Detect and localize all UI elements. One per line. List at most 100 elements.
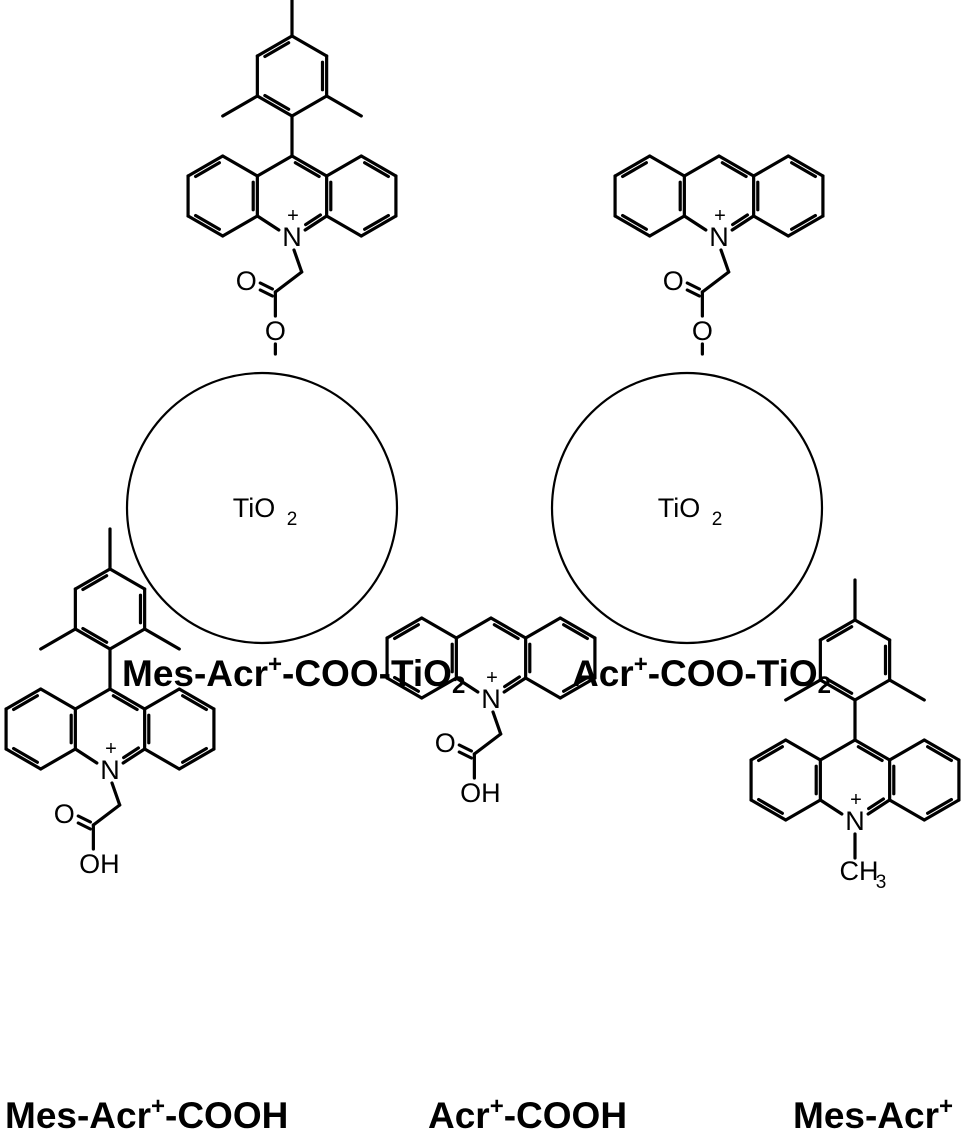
- caption-acr-coo-tio2: Acr+-COO-TiO2: [572, 653, 831, 698]
- nitrogen-label: N: [481, 684, 501, 714]
- bond: [4, 687, 43, 711]
- double-bond: [263, 93, 291, 111]
- double-bond: [731, 213, 750, 227]
- double-bond: [363, 213, 391, 231]
- tio2-particle: [550, 371, 824, 645]
- double-bond: [562, 623, 590, 641]
- bond: [784, 798, 822, 822]
- carbonyl-bond: [685, 281, 701, 291]
- carbonyl-oxygen-label: O: [663, 266, 684, 296]
- positive-charge-label: +: [105, 738, 117, 760]
- caption-charge: +: [151, 1093, 166, 1120]
- double-bond: [193, 213, 221, 231]
- bond: [325, 214, 363, 238]
- bond: [922, 798, 961, 822]
- bond: [784, 738, 822, 762]
- double-bond: [11, 746, 39, 764]
- bond: [888, 798, 926, 822]
- structure-mes-acr-cooh: N+OOH: [4, 527, 216, 879]
- bond: [818, 678, 857, 702]
- methyl-bond: [888, 678, 926, 702]
- carbonyl-bond: [457, 750, 473, 760]
- bond: [730, 214, 756, 232]
- double-bond: [392, 623, 420, 641]
- bond: [121, 747, 147, 765]
- methyl-carbon-label: CH: [840, 856, 879, 886]
- double-bond: [11, 694, 39, 712]
- carbonyl-oxygen-label: O: [236, 266, 257, 296]
- bond: [472, 732, 503, 756]
- double-bond: [81, 626, 109, 644]
- tio2-subscript-label: 2: [712, 509, 723, 530]
- double-bond: [756, 797, 784, 815]
- tio2-label: TiO: [658, 493, 701, 523]
- bond: [853, 678, 892, 702]
- bond: [752, 154, 790, 178]
- methyl-subscript-label: 3: [876, 872, 887, 893]
- double-bond: [181, 746, 209, 764]
- bond: [359, 214, 398, 238]
- structure-acr-cooh: N+OOH: [385, 616, 597, 808]
- double-bond: [304, 213, 323, 227]
- methyl-bond: [221, 94, 259, 118]
- double-bond: [392, 675, 420, 693]
- caption-mes-acr-coo-tio2: Mes-Acr+-COO-TiO2: [122, 653, 465, 698]
- bond: [648, 214, 686, 238]
- bond: [888, 738, 926, 762]
- methyl-bond: [39, 627, 77, 651]
- bond: [73, 687, 112, 711]
- bond: [110, 781, 122, 807]
- caption-suffix: -COOH: [503, 1095, 628, 1136]
- bond: [39, 687, 77, 711]
- nitrogen-label: N: [845, 806, 865, 836]
- double-bond: [926, 745, 954, 763]
- bond: [558, 616, 597, 640]
- bond: [303, 214, 329, 232]
- double-bond: [790, 161, 818, 179]
- caption-charge: +: [268, 651, 283, 678]
- bond: [717, 154, 756, 178]
- bond: [818, 618, 857, 642]
- bond: [719, 248, 731, 274]
- bond: [325, 154, 363, 178]
- bond: [613, 154, 652, 178]
- double-bond: [867, 797, 886, 811]
- nitrogen-label: N: [282, 222, 302, 252]
- bond: [4, 747, 43, 771]
- bond: [524, 676, 562, 700]
- bond: [524, 616, 562, 640]
- bond: [143, 747, 181, 771]
- double-bond: [826, 677, 854, 695]
- bond: [682, 154, 721, 178]
- bond: [290, 34, 329, 58]
- bond: [73, 747, 99, 765]
- methyl-bond: [325, 94, 363, 118]
- bond: [648, 154, 686, 178]
- carbonyl-bond: [457, 743, 473, 753]
- bond: [491, 710, 503, 736]
- methyl-bond: [143, 627, 181, 651]
- carbonyl-bond: [258, 288, 274, 298]
- hydroxyl-label: OH: [79, 849, 120, 879]
- caption-prefix: Acr: [428, 1095, 490, 1136]
- double-bond: [193, 161, 221, 179]
- bond: [108, 567, 147, 591]
- bond: [177, 687, 216, 711]
- double-bond: [293, 161, 321, 179]
- positive-charge-label: +: [714, 205, 726, 227]
- caption-suffix: -COO-TiO: [647, 653, 818, 694]
- double-bond: [562, 675, 590, 693]
- bond: [255, 94, 294, 118]
- caption-mes-acr-cooh: Mes-Acr+-COOH: [5, 1093, 288, 1135]
- bond: [818, 738, 857, 762]
- bond: [558, 676, 597, 700]
- double-bond: [620, 213, 648, 231]
- bond: [502, 676, 528, 694]
- bond: [177, 747, 216, 771]
- double-bond: [363, 161, 391, 179]
- bond: [853, 738, 892, 762]
- bond: [385, 616, 424, 640]
- positive-charge-label: +: [287, 205, 299, 227]
